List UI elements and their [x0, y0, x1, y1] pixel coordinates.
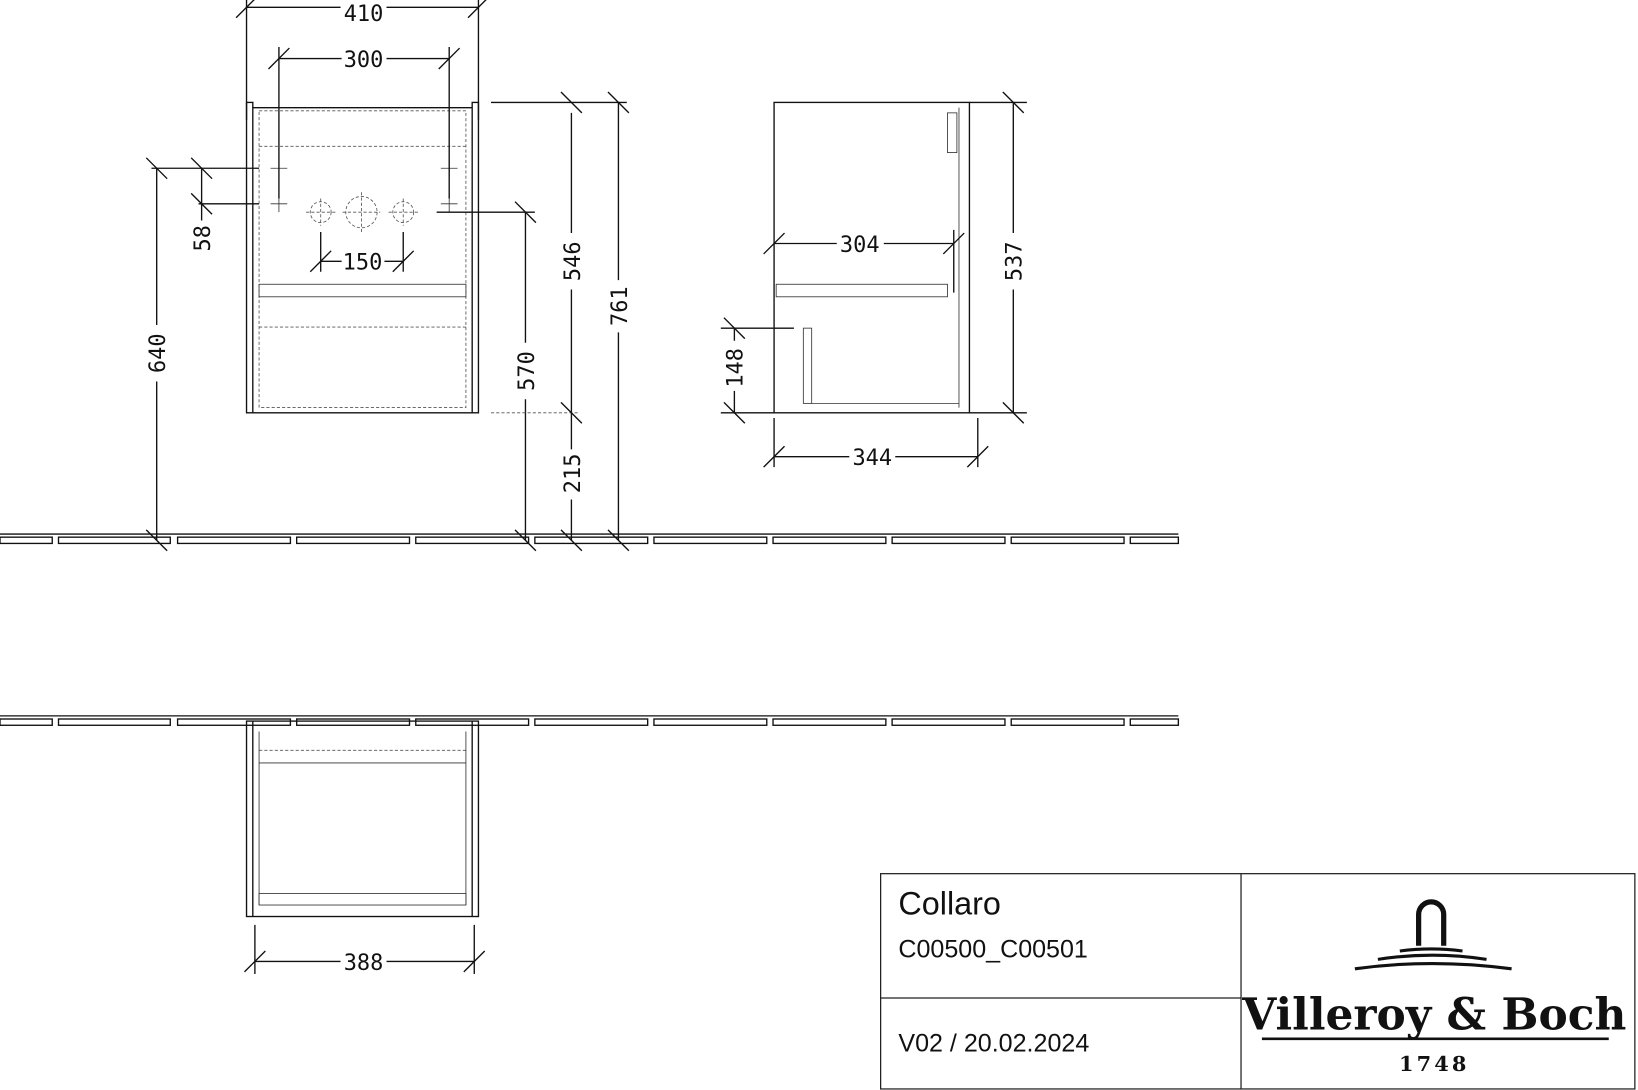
article-number: C00500_C00501: [898, 935, 1087, 963]
floor-tile: [1129, 718, 1180, 726]
top-view: [245, 720, 480, 918]
svg-text:570: 570: [515, 351, 540, 391]
dimension-546: 546: [490, 91, 627, 424]
brand-year: 1748: [1399, 1051, 1470, 1076]
dimension-388: 388: [243, 924, 486, 976]
floor-tile: [772, 536, 887, 545]
fountain-logo-icon: [1354, 899, 1512, 971]
floor-tile: [176, 536, 292, 545]
floor-tile: [1010, 536, 1125, 545]
dimension-150: 150: [309, 232, 415, 276]
floor-tile: [891, 536, 1006, 545]
series-name: Collaro: [898, 885, 1001, 921]
floor-tile: [0, 718, 53, 726]
floor-tile: [534, 718, 649, 726]
svg-text:215: 215: [561, 454, 586, 494]
floor-tile: [891, 718, 1006, 726]
mounting-hole-icon: [270, 159, 458, 213]
floor-tile: [0, 536, 53, 545]
floor-tile: [415, 536, 530, 545]
floor-tile: [1010, 718, 1125, 726]
floor-tile: [772, 718, 887, 726]
floor-tile: [653, 718, 768, 726]
svg-text:300: 300: [344, 48, 384, 73]
side-view: [773, 101, 971, 414]
floor-line: [0, 533, 1180, 545]
svg-text:388: 388: [344, 951, 384, 976]
dimension-570: 570: [436, 201, 540, 552]
dimension-410: 410: [235, 0, 490, 121]
title-block: Collaro C00500_C00501 V02 / 20.02.2024 V…: [880, 873, 1636, 1090]
svg-text:410: 410: [344, 2, 384, 27]
dimension-537: 537: [969, 91, 1028, 424]
floor-tile: [57, 718, 171, 726]
svg-text:58: 58: [191, 225, 216, 251]
floor-tile: [1129, 536, 1180, 545]
worktop-line: [0, 715, 1180, 726]
dimension-148: 148: [720, 317, 794, 424]
svg-text:344: 344: [852, 446, 892, 471]
dimension-215: 215: [560, 412, 586, 552]
dimension-640: 640: [145, 157, 171, 552]
dimension-761: 761: [607, 91, 633, 552]
dimension-58: 58: [151, 157, 260, 251]
floor-tile: [295, 536, 411, 545]
dimension-344: 344: [762, 418, 989, 471]
svg-text:304: 304: [840, 233, 880, 258]
floor-tile: [295, 718, 411, 726]
svg-text:148: 148: [724, 348, 749, 388]
tap-holes-icon: [306, 192, 418, 233]
svg-text:537: 537: [1003, 241, 1028, 281]
svg-text:640: 640: [146, 333, 171, 373]
floor-tile: [653, 536, 768, 545]
dimension-304: 304: [762, 229, 965, 293]
brand-logo: Villeroy & Boch: [1241, 989, 1626, 1040]
floor-tile: [176, 718, 292, 726]
svg-text:761: 761: [608, 286, 633, 326]
version-date: V02 / 20.02.2024: [898, 1029, 1089, 1057]
floor-tile: [57, 536, 171, 545]
dimension-300: 300: [267, 47, 461, 199]
svg-text:546: 546: [561, 241, 586, 281]
svg-text:150: 150: [343, 251, 383, 276]
floor-tile: [534, 536, 649, 545]
